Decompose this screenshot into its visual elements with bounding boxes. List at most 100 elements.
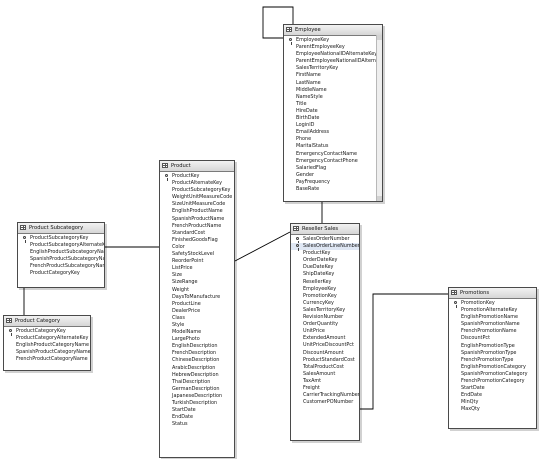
column-row[interactable]: EnglishPromotionCategory xyxy=(449,364,536,371)
column-row[interactable]: PromotionKey xyxy=(291,293,359,300)
column-row[interactable]: CarrierTrackingNumber xyxy=(291,392,359,399)
column-row[interactable]: EnglishProductCategoryName xyxy=(4,342,90,349)
column-row[interactable]: CurrencyKey xyxy=(291,300,359,307)
column-row[interactable]: SpanishPromotionType xyxy=(449,350,536,357)
column-row[interactable]: ProductSubcategoryKey xyxy=(160,187,234,194)
column-row[interactable]: SpanishPromotionCategory xyxy=(449,371,536,378)
column-row[interactable]: EmergencyContactPhone xyxy=(284,158,382,165)
column-row[interactable]: SpanishProductSubcategoryName xyxy=(18,256,104,263)
column-row[interactable]: Phone xyxy=(284,136,382,143)
column-row[interactable]: SalesAmount xyxy=(291,371,359,378)
column-row[interactable]: ProductAlternateKey xyxy=(160,180,234,187)
column-row[interactable]: ModelName xyxy=(160,329,234,336)
table-title[interactable]: Employee xyxy=(284,25,382,36)
column-row[interactable]: MaritalStatus xyxy=(284,143,382,150)
column-row[interactable]: Weight xyxy=(160,287,234,294)
column-row[interactable]: SizeUnitMeasureCode xyxy=(160,201,234,208)
table-title[interactable]: Product Category xyxy=(4,316,90,327)
column-row[interactable]: FirstName xyxy=(284,72,382,79)
column-row[interactable]: MaxQty xyxy=(449,406,536,413)
column-row[interactable]: BirthDate xyxy=(284,115,382,122)
column-row[interactable]: StartDate xyxy=(449,385,536,392)
column-row[interactable]: UnitPriceDiscountPct xyxy=(291,342,359,349)
column-row[interactable]: LargePhoto xyxy=(160,336,234,343)
column-row[interactable]: ProductSubcategoryAlternateKey xyxy=(18,242,104,249)
column-row[interactable]: LastName xyxy=(284,80,382,87)
column-row[interactable]: TurkishDescription xyxy=(160,400,234,407)
column-row[interactable]: FrenchProductSubcategoryName xyxy=(18,263,104,270)
column-row[interactable]: DiscountAmount xyxy=(291,350,359,357)
column-row[interactable]: SizeRange xyxy=(160,279,234,286)
column-row[interactable]: SalesTerritoryKey xyxy=(284,65,382,72)
column-row[interactable]: MiddleName xyxy=(284,87,382,94)
column-row[interactable]: OrderQuantity xyxy=(291,321,359,328)
column-row[interactable]: EmailAddress xyxy=(284,129,382,136)
column-row[interactable]: DiscountPct xyxy=(449,335,536,342)
table-title[interactable]: Product xyxy=(160,161,234,172)
column-row[interactable]: SalesTerritoryKey xyxy=(291,307,359,314)
column-row[interactable]: FrenchPromotionCategory xyxy=(449,378,536,385)
column-row[interactable]: PromotionKey xyxy=(449,300,536,308)
column-row[interactable]: ProductStandardCost xyxy=(291,357,359,364)
column-row[interactable]: ProductCategoryKey xyxy=(18,270,104,277)
column-row[interactable]: StandardCost xyxy=(160,230,234,237)
relationship-line-employee-to-employee[interactable] xyxy=(262,6,294,39)
column-row[interactable]: Size xyxy=(160,272,234,279)
column-row[interactable]: ChineseDescription xyxy=(160,357,234,364)
column-row[interactable]: ReorderPoint xyxy=(160,258,234,265)
column-row[interactable]: UnitPrice xyxy=(291,328,359,335)
column-row[interactable]: GermanDescription xyxy=(160,386,234,393)
column-row[interactable]: ProductKey xyxy=(291,250,359,257)
column-row[interactable]: ResellerKey xyxy=(291,279,359,286)
column-row[interactable]: TaxAmt xyxy=(291,378,359,385)
column-row[interactable]: EnglishDescription xyxy=(160,343,234,350)
column-row[interactable]: ExtendedAmount xyxy=(291,335,359,342)
column-row[interactable]: ArabicDescription xyxy=(160,365,234,372)
column-row[interactable]: FinishedGoodsFlag xyxy=(160,237,234,244)
column-row[interactable]: FrenchPromotionName xyxy=(449,328,536,335)
column-row[interactable]: ProductLine xyxy=(160,301,234,308)
column-row[interactable]: SalariedFlag xyxy=(284,165,382,172)
column-row[interactable]: ProductCategoryAlternateKey xyxy=(4,335,90,342)
column-row[interactable]: SpanishProductName xyxy=(160,216,234,223)
column-row[interactable]: EnglishPromotionType xyxy=(449,343,536,350)
column-row[interactable]: TotalProductCost xyxy=(291,364,359,371)
column-row[interactable]: OrderDateKey xyxy=(291,257,359,264)
column-row[interactable]: Class xyxy=(160,315,234,322)
column-row[interactable]: EmployeeNationalIDAlternateKey xyxy=(284,51,382,58)
column-row[interactable]: EmergencyContactName xyxy=(284,151,382,158)
column-row[interactable]: SalesOrderNumber xyxy=(291,236,359,244)
scrollbar[interactable] xyxy=(376,35,382,201)
column-row[interactable]: ProductKey xyxy=(160,173,234,181)
column-row[interactable]: PayFrequency xyxy=(284,179,382,186)
column-row[interactable]: SpanishPromotionName xyxy=(449,321,536,328)
column-row[interactable]: NameStyle xyxy=(284,94,382,101)
column-row[interactable]: Freight xyxy=(291,385,359,392)
column-row[interactable]: EndDate xyxy=(160,414,234,421)
column-row[interactable]: Style xyxy=(160,322,234,329)
column-row[interactable]: Gender xyxy=(284,172,382,179)
column-row[interactable]: StartDate xyxy=(160,407,234,414)
relationship-line-reseller-sales-to-promotions[interactable] xyxy=(360,293,448,410)
column-row[interactable]: PromotionAlternateKey xyxy=(449,307,536,314)
column-row[interactable]: ProductCategoryKey xyxy=(4,328,90,336)
column-row[interactable]: FrenchProductCategoryName xyxy=(4,356,90,363)
column-row[interactable]: ParentEmployeeKey xyxy=(284,44,382,51)
column-row[interactable]: FrenchDescription xyxy=(160,350,234,357)
column-row[interactable]: EmployeeKey xyxy=(291,286,359,293)
column-row[interactable]: JapaneseDescription xyxy=(160,393,234,400)
column-row[interactable]: LoginID xyxy=(284,122,382,129)
column-row[interactable]: SafetyStockLevel xyxy=(160,251,234,258)
column-row[interactable]: MinQty xyxy=(449,399,536,406)
column-row[interactable]: ShipDateKey xyxy=(291,271,359,278)
column-row[interactable]: EnglishProductName xyxy=(160,208,234,215)
column-row[interactable]: Status xyxy=(160,421,234,428)
column-row[interactable]: ListPrice xyxy=(160,265,234,272)
column-row[interactable]: Color xyxy=(160,244,234,251)
